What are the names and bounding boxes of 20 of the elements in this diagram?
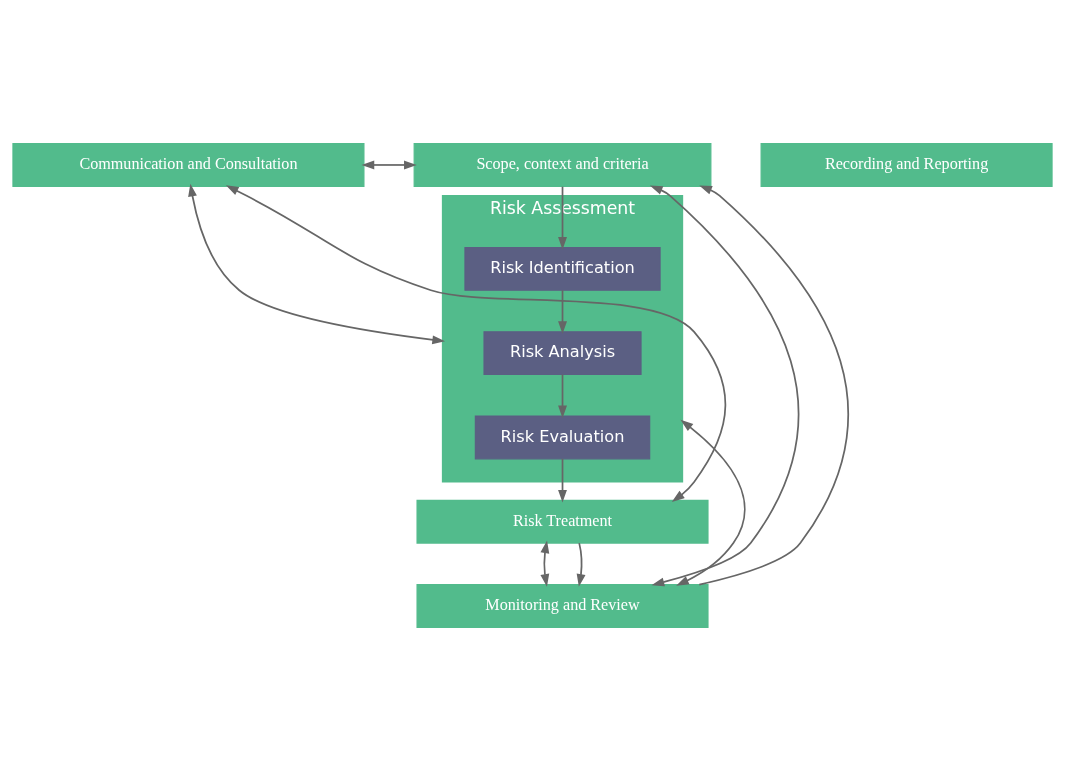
- arrow: [698, 185, 850, 586]
- node-box: Risk Identification: [464, 246, 661, 291]
- arrow: [540, 540, 550, 587]
- arrow: [188, 183, 446, 345]
- arrow: [649, 185, 800, 587]
- node-box: Risk Analysis: [483, 331, 642, 376]
- node-box: Communication and Consultation: [12, 143, 365, 187]
- arrow: [558, 458, 567, 503]
- node-box: Risk Treatment: [416, 499, 709, 544]
- arrow: [225, 185, 727, 502]
- arrow: [361, 160, 417, 170]
- arrow: [558, 185, 567, 250]
- node-box: Scope, context and criteria: [413, 143, 712, 187]
- node-box: Recording and Reporting: [760, 143, 1053, 187]
- arrow: [676, 419, 746, 586]
- node-box: Risk Evaluation: [474, 415, 651, 460]
- arrow: [576, 542, 586, 587]
- arrow: [558, 373, 567, 419]
- arrow: [558, 289, 567, 335]
- node-box: Monitoring and Review: [416, 584, 709, 628]
